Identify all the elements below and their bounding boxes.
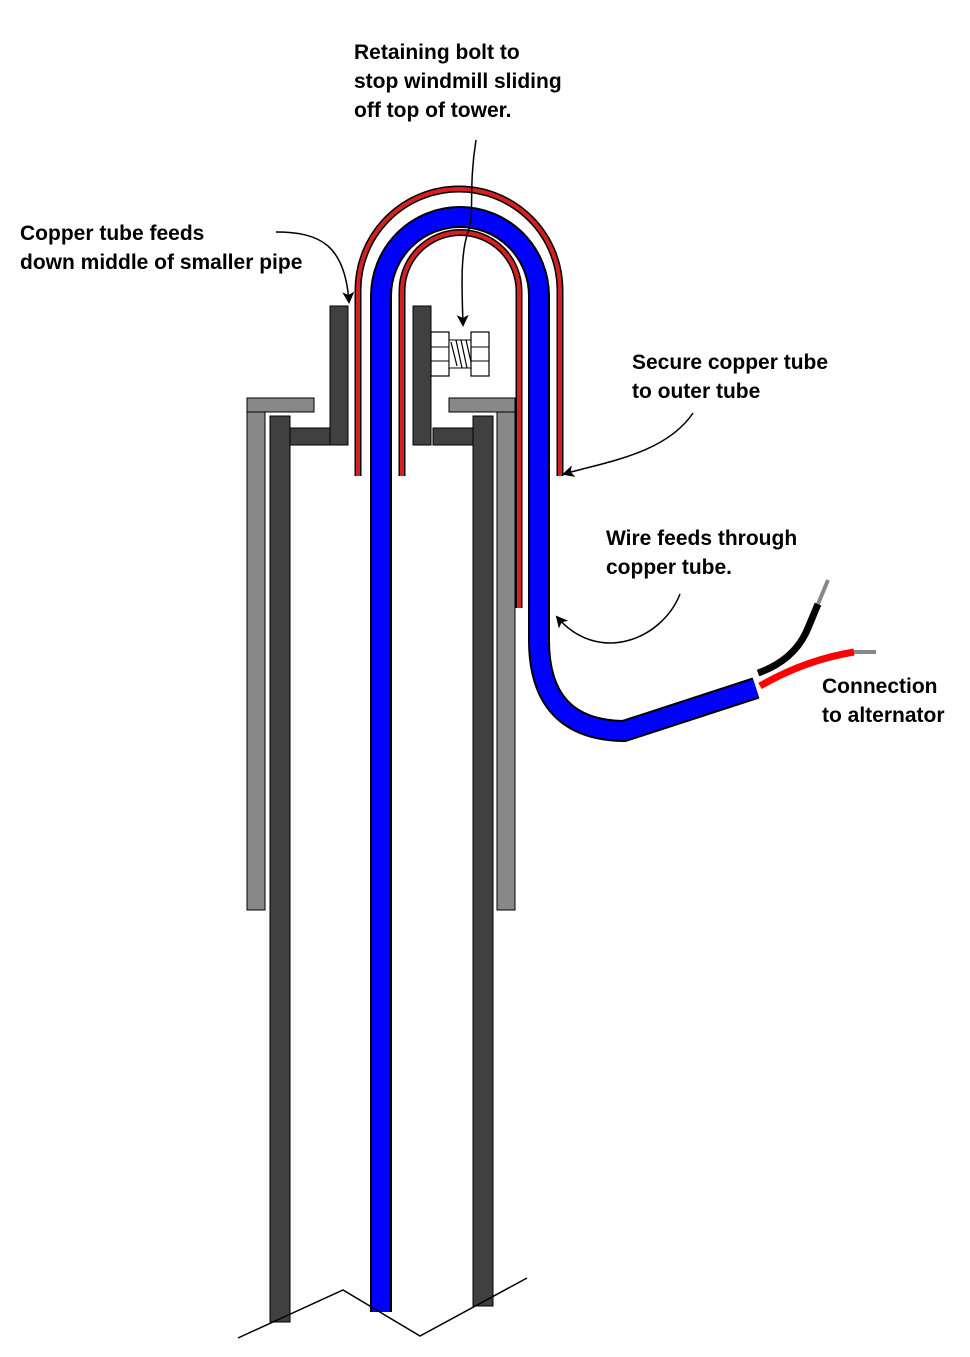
arrow-copper-feeds	[275, 231, 355, 304]
label-connection-line-2: to alternator	[822, 704, 945, 727]
arrow-wire-feeds	[555, 593, 681, 644]
label-secure-copper-line-1: Secure copper tube	[632, 351, 829, 374]
outer-sleeve-pipe	[246, 397, 516, 911]
arrow-retaining-bolt	[456, 139, 477, 327]
label-retaining-bolt-line-1: Retaining bolt to	[354, 41, 520, 64]
label-secure-copper: Secure copper tube to outer tube	[632, 348, 828, 406]
label-retaining-bolt: Retaining bolt to stop windmill sliding …	[354, 38, 562, 125]
inner-copper-tube	[398, 229, 523, 608]
label-connection: Connection to alternator	[822, 672, 945, 730]
smaller-pipe	[329, 305, 432, 446]
label-copper-feeds-line-2: down middle of smaller pipe	[20, 251, 303, 274]
tower-pipe	[269, 415, 494, 1323]
label-copper-feeds: Copper tube feeds down middle of smaller…	[20, 219, 302, 277]
label-retaining-bolt-line-3: off top of tower.	[354, 99, 512, 122]
arrow-secure-copper	[562, 412, 694, 477]
label-secure-copper-line-2: to outer tube	[632, 380, 761, 403]
outer-copper-tube	[354, 185, 564, 476]
retaining-bolt	[430, 331, 490, 377]
label-wire-feeds: Wire feeds through copper tube.	[606, 524, 797, 582]
black-wire	[756, 579, 830, 677]
label-copper-feeds-line-1: Copper tube feeds	[20, 222, 205, 245]
blue-wire	[370, 206, 760, 1312]
label-connection-line-1: Connection	[822, 675, 938, 698]
break-line	[237, 1277, 528, 1339]
label-wire-feeds-line-1: Wire feeds through	[606, 527, 798, 550]
label-retaining-bolt-line-2: stop windmill sliding	[354, 70, 562, 93]
red-wire	[758, 648, 876, 690]
label-wire-feeds-line-2: copper tube.	[606, 556, 733, 579]
